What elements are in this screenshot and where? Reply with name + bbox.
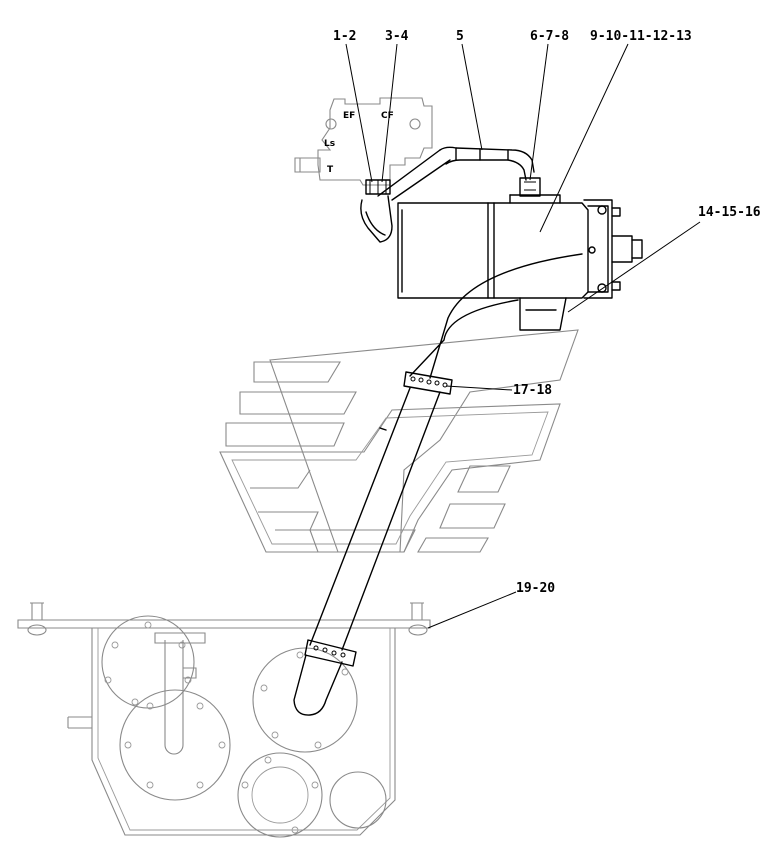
leader-lines	[345, 43, 701, 629]
callout-17-18: 17-18	[513, 383, 552, 398]
hydraulic-tank	[17, 602, 431, 838]
valve-port-ef: EF	[343, 111, 355, 121]
frame-bracket	[219, 329, 579, 553]
valve-port-ls: Ls	[324, 139, 335, 149]
callout-labels: 1-2 3-4 5 6-7-8 9-10-11-12-13 14-15-16 1…	[333, 29, 761, 596]
callout-3-4: 3-4	[385, 29, 409, 44]
valve-port-cf: CF	[381, 111, 394, 121]
callout-19-20: 19-20	[516, 581, 555, 596]
callout-14-15-16: 14-15-16	[698, 205, 761, 220]
return-filter	[397, 194, 643, 331]
valve-port-t: T	[327, 165, 334, 175]
suction-pipe	[293, 253, 583, 716]
callout-1-2: 1-2	[333, 29, 356, 44]
control-valve: EF CF Ls T	[294, 97, 433, 186]
callout-6-7-8: 6-7-8	[530, 29, 569, 44]
callout-9-10-11-12-13: 9-10-11-12-13	[590, 29, 692, 44]
callout-5: 5	[456, 29, 464, 44]
